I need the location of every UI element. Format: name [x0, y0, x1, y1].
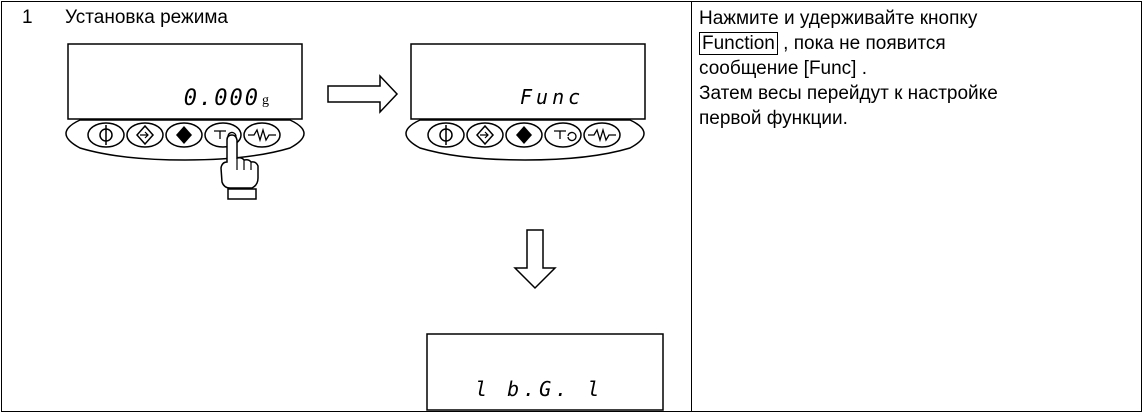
instruction-line-4: Затем весы перейдут к настройке — [699, 83, 998, 104]
arrow-right-icon — [327, 74, 399, 114]
keypad-2 — [405, 119, 645, 161]
step-title: Установка режима — [65, 7, 228, 28]
function-icon — [544, 122, 582, 148]
diamond-filled-icon — [165, 122, 203, 148]
instruction-line-2: Function , пока не появится — [699, 31, 1129, 56]
display-panel-1 — [67, 43, 303, 120]
diamond-arrow-icon — [466, 122, 504, 148]
diamond-filled-icon — [505, 122, 543, 148]
display-panel-3 — [426, 333, 664, 411]
column-divider — [691, 1, 692, 412]
power-icon — [427, 122, 465, 148]
keypad-1 — [65, 119, 305, 161]
arrow-down-icon — [513, 229, 557, 290]
pointing-hand-icon — [220, 134, 259, 200]
instruction-line-3: сообщение [Func] . — [699, 58, 868, 79]
diamond-arrow-icon — [126, 122, 164, 148]
display-func-message: Func — [520, 85, 584, 109]
display-unit-1: g — [262, 93, 269, 108]
display-panel-2 — [410, 43, 646, 120]
instruction-line-1: Нажмите и удерживайте кнопку — [699, 8, 978, 29]
function-key-label: Function — [699, 32, 778, 55]
display-setting-code: l b.G. l — [475, 377, 603, 401]
instruction-line-5: первой функции. — [699, 108, 848, 129]
instruction-line-2-rest: , пока не появится — [777, 33, 946, 54]
illustration: 0.000 g — [65, 43, 664, 411]
step-number: 1 — [22, 7, 33, 28]
power-icon — [87, 122, 125, 148]
wave-icon — [243, 122, 281, 148]
display-reading-1: 0.000 — [184, 86, 260, 111]
wave-icon — [583, 122, 621, 148]
instruction-text: Нажмите и удерживайте кнопку Function , … — [699, 6, 1129, 131]
